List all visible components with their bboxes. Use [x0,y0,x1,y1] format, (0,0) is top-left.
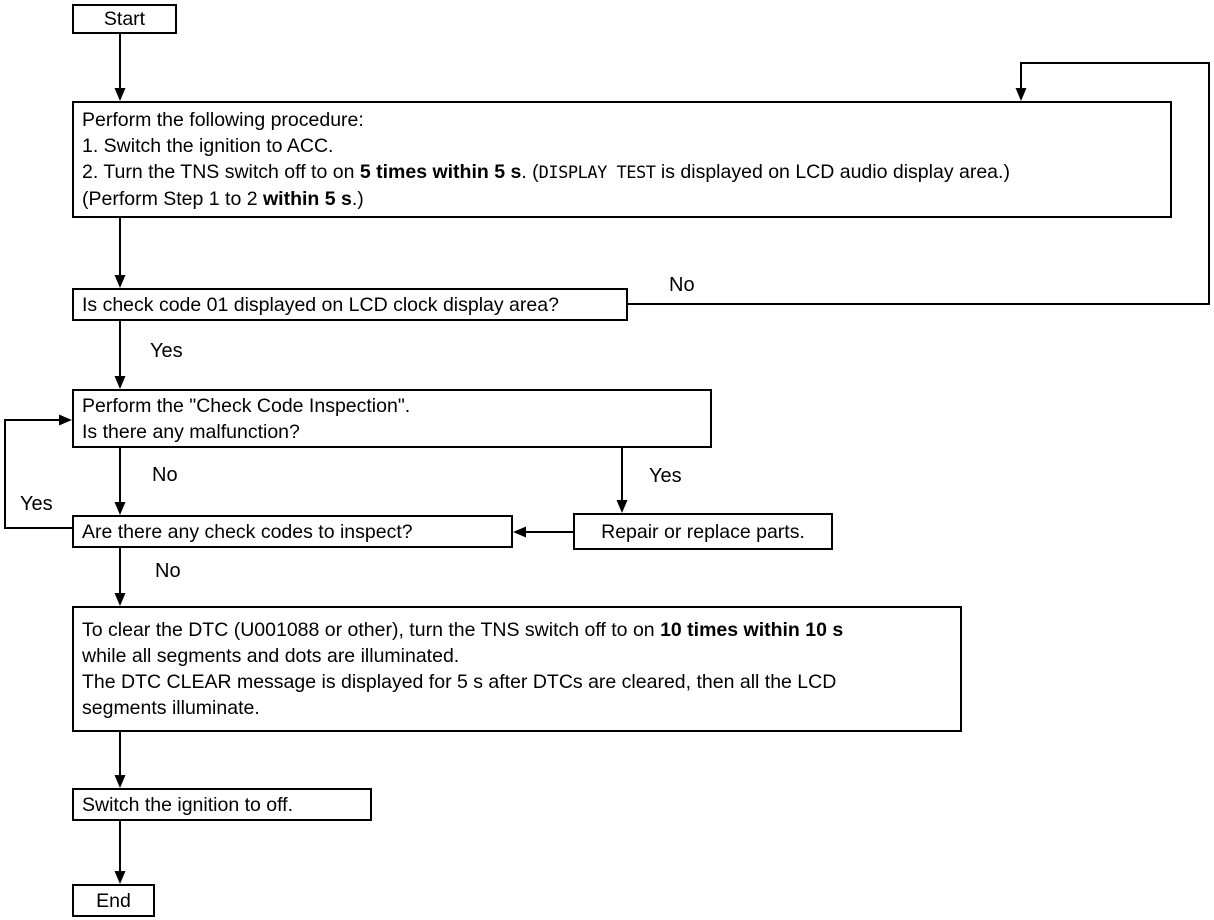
procedure1-line3: 2. Turn the TNS switch off to on 5 times… [82,161,1010,183]
question3-yes-label: Yes [20,493,53,515]
procedure2-line2: while all segments and dots are illumina… [82,645,460,667]
connector-ignition-off-to-end [114,820,126,884]
connector-question2-yes-to-repair [616,448,628,513]
repair-box: Repair or replace parts. [573,513,833,550]
connector-repair-to-question3 [513,526,573,538]
question2-line1: Perform the "Check Code Inspection". [82,394,411,417]
question1-text: Is check code 01 displayed on LCD clock … [82,293,559,316]
end-terminal-box: End [72,884,155,917]
ignition-off-text: Switch the ignition to off. [82,793,294,816]
procedure2-line4: segments illuminate. [82,697,260,719]
lcd-display-test-text: DISPLAY TEST [538,163,656,183]
connector-question2-no-to-question3 [114,448,126,515]
question3-no-label: No [155,560,181,582]
question2-no-label: No [152,464,178,486]
connector-question3-no-to-procedure2 [114,547,126,606]
connector-question3-yes-loop-to-question2 [4,414,72,529]
question2-box: Perform the "Check Code Inspection". Is … [72,389,712,448]
question3-text: Are there any check codes to inspect? [82,520,413,543]
procedure2-line3: The DTC CLEAR message is displayed for 5… [82,671,837,693]
connector-procedure1-to-question1 [114,218,126,288]
question1-yes-label: Yes [150,340,183,362]
connector-start-to-procedure1 [114,33,126,101]
connector-question1-yes-to-question2 [114,320,126,389]
ignition-off-box: Switch the ignition to off. [72,788,372,821]
connector-procedure2-to-ignition-off [114,731,126,788]
repair-text: Repair or replace parts. [601,520,805,543]
start-terminal-box: Start [72,4,177,34]
question3-box: Are there any check codes to inspect? [72,515,513,548]
procedure2-box: To clear the DTC (U001088 or other), tur… [72,606,962,732]
question2-line2: Is there any malfunction? [82,420,300,443]
procedure1-line2: 1. Switch the ignition to ACC. [82,135,334,157]
connector-question1-no-loop-to-procedure1 [628,62,1210,305]
end-label: End [96,889,131,912]
start-label: Start [103,8,146,30]
procedure1-box: Perform the following procedure: 1. Swit… [72,101,1172,218]
question1-no-label: No [669,274,695,296]
procedure1-line4: (Perform Step 1 to 2 within 5 s.) [82,188,364,210]
question1-box: Is check code 01 displayed on LCD clock … [72,288,628,321]
procedure1-line1: Perform the following procedure: [82,109,364,131]
procedure2-line1: To clear the DTC (U001088 or other), tur… [82,619,844,641]
question2-yes-label: Yes [649,465,682,487]
